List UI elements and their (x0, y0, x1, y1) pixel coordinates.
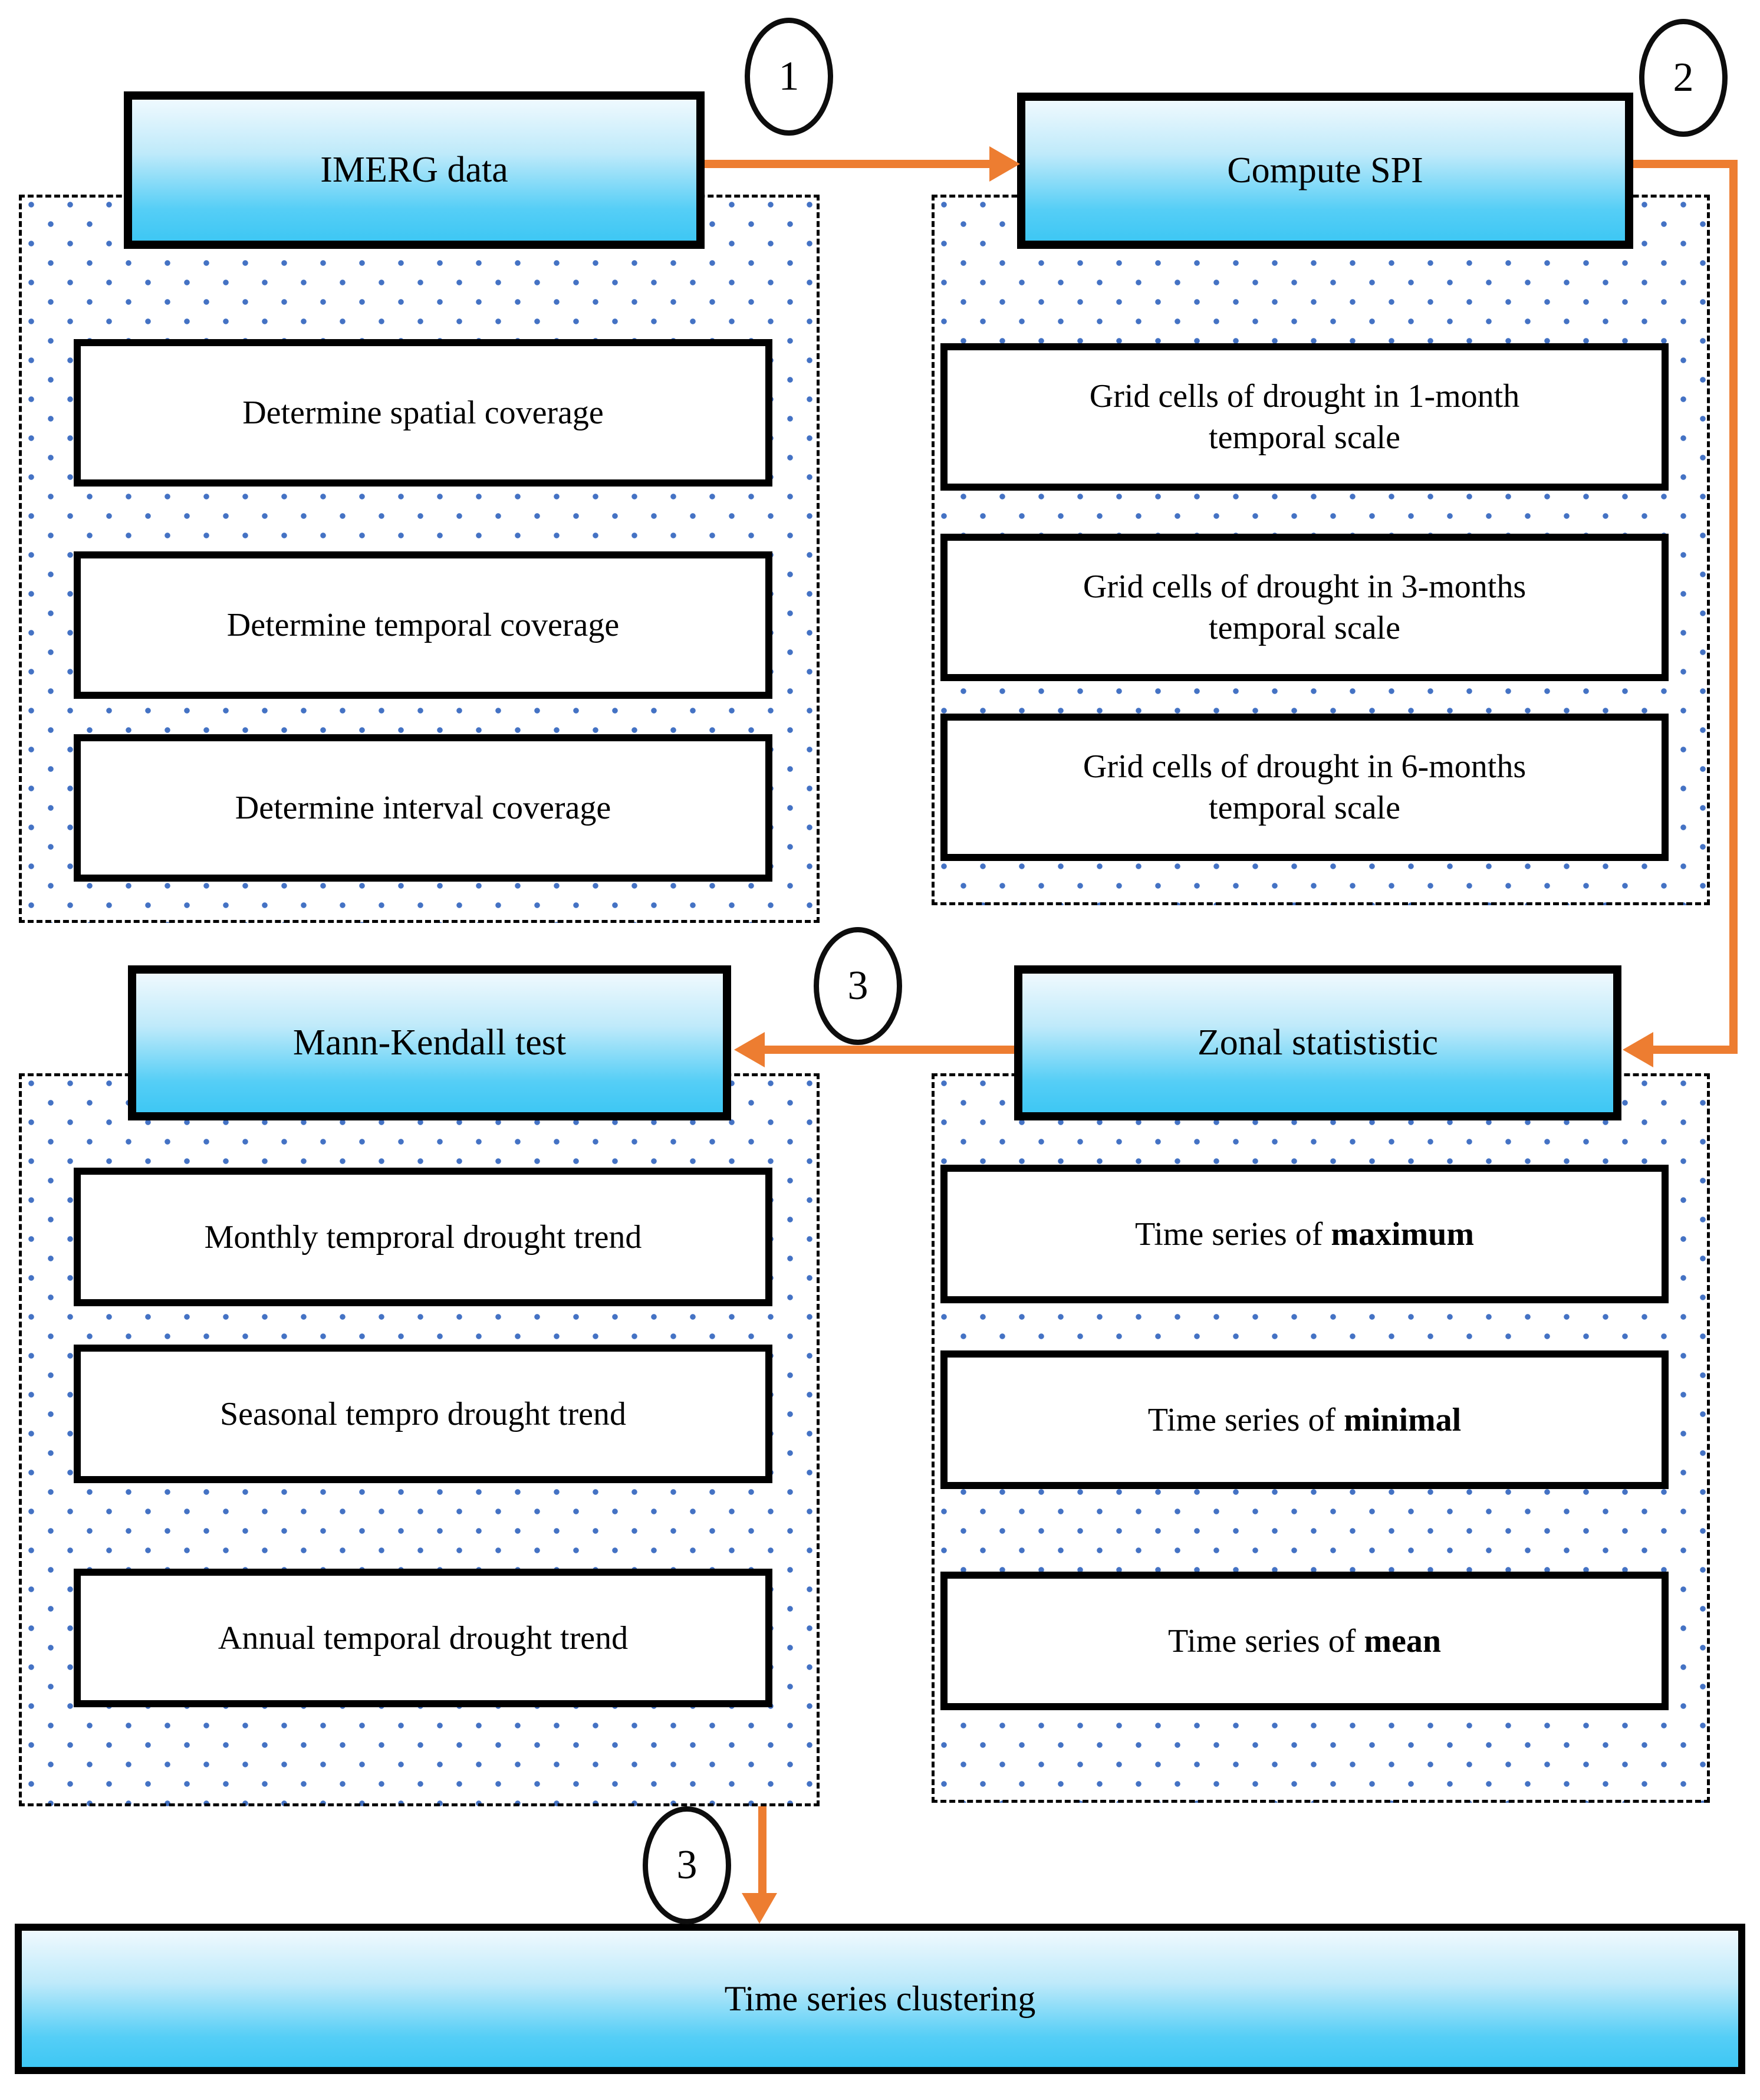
arrowhead-into-zonal (1623, 1032, 1653, 1067)
arrow-right-edge-vertical-line (1729, 160, 1738, 1054)
box-label: Annual temporal drought trend (218, 1619, 629, 1657)
node-determine-spatial-coverage: Determine spatial coverage (74, 339, 772, 487)
node-time-series-mean: Time series of mean (940, 1572, 1669, 1710)
node-determine-temporal-coverage: Determine temporal coverage (74, 551, 772, 699)
node-seasonal-drought-trend: Seasonal tempro drought trend (74, 1345, 772, 1483)
badge-number: 1 (778, 54, 800, 99)
box-label: Monthly temproral drought trend (204, 1218, 642, 1256)
arrow-spi-out-line (1633, 160, 1738, 168)
node-annual-drought-trend: Annual temporal drought trend (74, 1569, 772, 1707)
node-mann-kendall-header: Mann-Kendall test (128, 965, 731, 1120)
node-monthly-drought-trend: Monthly temproral drought trend (74, 1168, 772, 1306)
node-determine-interval-coverage: Determine interval coverage (74, 734, 772, 882)
node-time-series-minimal: Time series of minimal (940, 1350, 1669, 1489)
box-label: Grid cells of drought in 3-months tempor… (1083, 568, 1527, 646)
node-label: Compute SPI (1227, 150, 1423, 190)
node-time-series-maximum: Time series of maximum (940, 1165, 1669, 1303)
box-label: Seasonal tempro drought trend (220, 1395, 626, 1432)
node-imerg-data-header: IMERG data (124, 91, 705, 249)
badge-number: 3 (847, 963, 869, 1008)
bold-stat-word: minimal (1344, 1401, 1462, 1438)
box-label: Grid cells of drought in 1-month tempora… (1089, 378, 1520, 456)
node-time-series-clustering: Time series clustering (15, 1924, 1745, 2074)
box-label: Time series of maximum (1134, 1215, 1475, 1253)
node-zonal-statistic-header: Zonal statististic (1014, 965, 1621, 1120)
node-label: Mann-Kendall test (292, 1023, 567, 1063)
step-badge-3-bottom: 3 (643, 1806, 731, 1924)
node-grid-cells-6-months: Grid cells of drought in 6-months tempor… (940, 714, 1669, 861)
arrow-zonal-to-mk-line (764, 1046, 1014, 1054)
arrowhead-into-mann-kendall (734, 1032, 765, 1067)
box-label: Determine temporal coverage (226, 607, 620, 643)
box-label: Grid cells of drought in 6-months tempor… (1083, 748, 1527, 826)
box-label: Determine interval coverage (235, 790, 611, 826)
node-compute-spi-header: Compute SPI (1017, 93, 1633, 249)
node-label: Zonal statististic (1197, 1023, 1439, 1063)
arrow-to-clustering-line (758, 1806, 766, 1896)
step-badge-3-middle: 3 (814, 927, 902, 1045)
node-grid-cells-3-months: Grid cells of drought in 3-months tempor… (940, 534, 1669, 681)
box-label: Time series of mean (1167, 1622, 1442, 1659)
box-label: Time series of minimal (1147, 1401, 1462, 1438)
node-label: IMERG data (320, 150, 508, 190)
step-badge-1: 1 (745, 18, 833, 136)
arrow-into-zonal-line (1651, 1046, 1738, 1054)
arrowhead-into-compute-spi (989, 146, 1020, 182)
box-label: Determine spatial coverage (242, 395, 604, 431)
arrowhead-into-clustering (742, 1893, 777, 1924)
bold-stat-word: mean (1364, 1622, 1442, 1659)
node-grid-cells-1-month: Grid cells of drought in 1-month tempora… (940, 343, 1669, 491)
badge-number: 3 (676, 1842, 698, 1888)
badge-number: 2 (1673, 55, 1694, 100)
footer-label: Time series clustering (724, 1979, 1036, 2018)
arrow-imerg-to-spi-line (705, 160, 994, 168)
step-badge-2: 2 (1639, 19, 1728, 137)
bold-stat-word: maximum (1331, 1215, 1475, 1253)
